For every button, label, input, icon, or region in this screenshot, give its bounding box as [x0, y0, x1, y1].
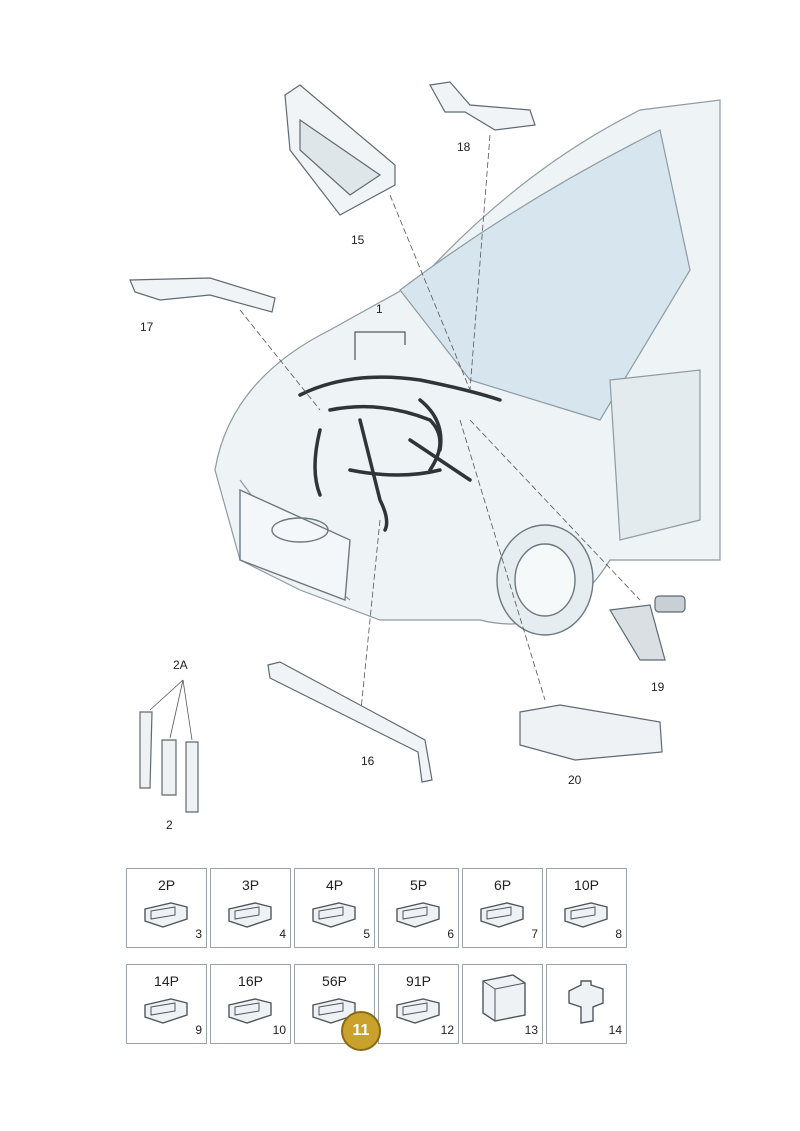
connector-number: 9 — [195, 1023, 202, 1037]
front-wheel — [496, 524, 594, 636]
connector-cell[interactable]: 6P 7 — [462, 868, 543, 948]
callout-2a: 2A — [173, 658, 188, 672]
exploded-parts-diagram — [129, 81, 721, 813]
part-20-duct — [519, 704, 663, 761]
connector-pins: 5P — [409, 877, 428, 893]
connector-cell[interactable]: 10P 8 — [546, 868, 627, 948]
grille — [239, 488, 351, 601]
callout-17: 17 — [140, 320, 154, 334]
connector-pins: 91P — [406, 973, 431, 989]
car-body — [214, 99, 721, 625]
part-16-rail — [267, 661, 433, 783]
callout-2: 2 — [166, 818, 173, 832]
callout-15: 15 — [351, 233, 365, 247]
highlight-badge-11[interactable]: 11 — [341, 1011, 381, 1051]
connector-cell[interactable]: 14 — [546, 964, 627, 1044]
connector-cell[interactable]: 13 — [462, 964, 543, 1044]
connector-icon — [228, 902, 272, 928]
connector-pins: 10P — [574, 877, 599, 893]
wiring-harness — [298, 375, 502, 532]
connector-pins: 2P — [157, 877, 176, 893]
connector-cell[interactable]: 91P 12 — [378, 964, 459, 1044]
control-unit-icon — [482, 974, 526, 1022]
connector-number: 5 — [363, 927, 370, 941]
connector-pins: 56P — [322, 973, 347, 989]
part-2-sleeves — [139, 679, 199, 813]
connector-icon — [396, 902, 440, 928]
connector-pins: 16P — [238, 973, 263, 989]
connector-pins: 6P — [493, 877, 512, 893]
callout-1-bracket — [354, 331, 406, 360]
leader-lines — [239, 134, 641, 721]
connector-number: 12 — [440, 1023, 454, 1037]
connector-icon — [144, 998, 188, 1024]
callout-18: 18 — [457, 140, 471, 154]
connector-icon — [144, 902, 188, 928]
connector-number: 13 — [524, 1023, 538, 1037]
callout-16: 16 — [361, 754, 375, 768]
callout-20: 20 — [568, 773, 582, 787]
connector-cell[interactable]: 4P 5 — [294, 868, 375, 948]
callout-1: 1 — [376, 302, 383, 316]
connector-icon — [312, 902, 356, 928]
connector-pins: 14P — [154, 973, 179, 989]
connector-pins: 4P — [325, 877, 344, 893]
part-17-bracket — [129, 277, 276, 313]
part-15-bracket — [284, 84, 396, 216]
connector-cell[interactable]: 5P 6 — [378, 868, 459, 948]
callout-19: 19 — [651, 680, 665, 694]
connector-number: 3 — [195, 927, 202, 941]
connector-cell[interactable]: 16P 10 — [210, 964, 291, 1044]
connector-icon — [228, 998, 272, 1024]
connector-icon — [396, 998, 440, 1024]
connector-number: 14 — [608, 1023, 622, 1037]
part-18-bracket — [429, 81, 536, 131]
connector-cell[interactable]: 14P 9 — [126, 964, 207, 1044]
connector-number: 6 — [447, 927, 454, 941]
connector-number: 10 — [272, 1023, 286, 1037]
connector-pins: 3P — [241, 877, 260, 893]
connector-cell[interactable]: 2P 3 — [126, 868, 207, 948]
connector-icon — [564, 902, 608, 928]
bracket-icon — [568, 980, 604, 1024]
connector-icon — [480, 902, 524, 928]
connector-number: 8 — [615, 927, 622, 941]
connector-number: 4 — [279, 927, 286, 941]
connector-cell[interactable]: 3P 4 — [210, 868, 291, 948]
part-19-grommet — [609, 595, 686, 661]
connector-number: 7 — [531, 927, 538, 941]
